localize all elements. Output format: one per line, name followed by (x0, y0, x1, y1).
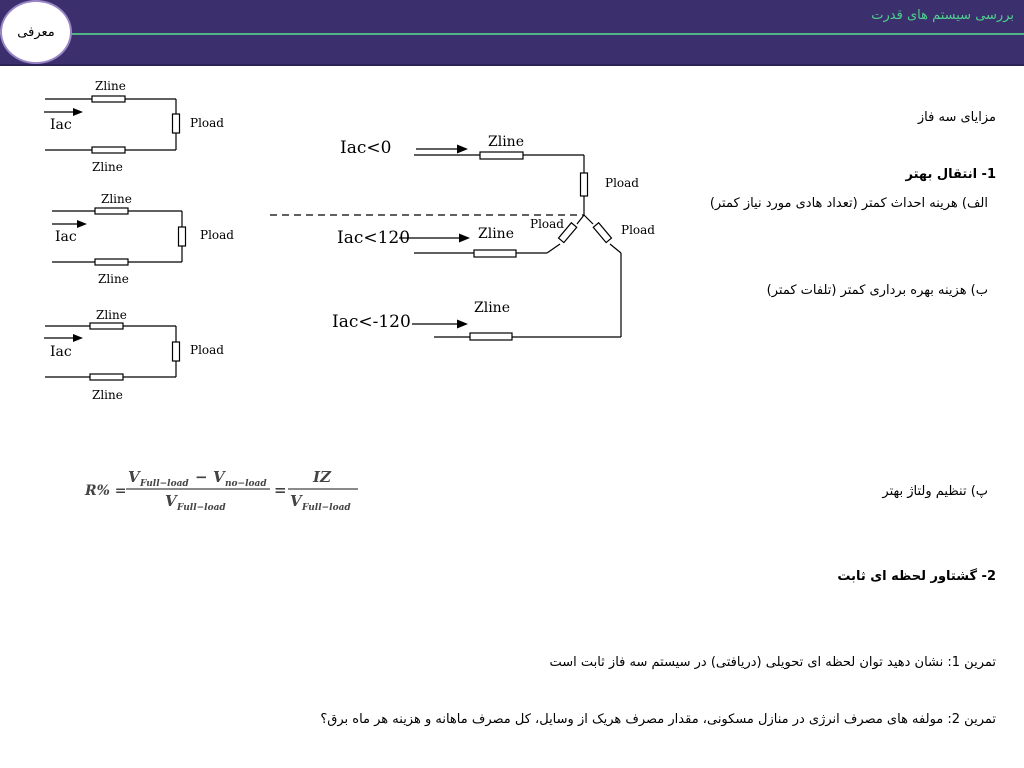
iac-phase-c-label: Iac<-120 (332, 312, 411, 332)
three-phase-wye-diagram: Zline Pload Pload Pload Zline Zline Iac<… (270, 134, 655, 341)
formula-iz: IZ (312, 468, 332, 486)
formula-minus: − (195, 468, 208, 486)
heading-three-phase-advantages: مزایای سه فاز (917, 110, 996, 125)
section-badge: معرفی (0, 0, 72, 64)
item-lower-operation-cost: ب) هزینه بهره برداری کمتر (تلفات کمتر) (766, 283, 988, 298)
zline-label: Zline (478, 226, 514, 242)
header-bar: بررسی سیستم های قدرت معرفی (0, 0, 1024, 66)
header-title: بررسی سیستم های قدرت (871, 8, 1014, 23)
formula-lhs: R% = (84, 483, 127, 499)
header-divider (0, 33, 1024, 35)
zline-label: Zline (98, 272, 129, 286)
pload-label: Pload (190, 116, 224, 130)
iac-label: Iac (50, 344, 72, 360)
zline-label: Zline (474, 300, 510, 316)
formula-v-no-load: V (213, 468, 226, 486)
iac-label: Iac (55, 229, 77, 245)
item-constant-torque: 2- گشتاور لحظه ای ثابت (837, 569, 996, 584)
formula-denominator-2: V (290, 492, 303, 510)
formula-subscript: Full−load (176, 503, 226, 513)
voltage-regulation-formula: R% = V Full−load − V no−load V Full−load… (84, 468, 358, 513)
formula-denominator: V (165, 492, 178, 510)
pload-label: Pload (200, 228, 234, 242)
pload-label: Pload (621, 223, 655, 237)
header-bottom-border (0, 64, 1024, 66)
section-badge-label: معرفی (17, 24, 55, 40)
single-phase-circuits-diagram: Zline Pload Zline Iac Zline Pload Zline … (44, 79, 234, 402)
exercise-2: تمرین 2: مولفه های مصرف انرژی در منازل م… (320, 712, 996, 727)
zline-label: Zline (101, 192, 132, 206)
zline-label: Zline (95, 79, 126, 93)
item-better-voltage-regulation: پ) تنظیم ولتاژ بهتر (882, 484, 988, 499)
pload-label: Pload (530, 217, 564, 231)
pload-label: Pload (190, 343, 224, 357)
item-better-transmission: 1- انتقال بهتر (905, 167, 996, 182)
formula-v-full-load: V (128, 468, 141, 486)
iac-phase-b-label: Iac<120 (337, 228, 410, 248)
zline-label: Zline (92, 160, 123, 174)
iac-label: Iac (50, 117, 72, 133)
pload-label: Pload (605, 176, 639, 190)
formula-subscript: Full−load (301, 503, 351, 513)
zline-label: Zline (96, 308, 127, 322)
formula-equals: = (274, 481, 287, 499)
formula-subscript: Full−load (139, 479, 189, 489)
item-lower-construction-cost: الف) هرینه احداث کمتر (تعداد هادی مورد ن… (709, 196, 988, 211)
zline-label: Zline (92, 388, 123, 402)
zline-label: Zline (488, 134, 524, 150)
iac-phase-a-label: Iac<0 (340, 138, 391, 158)
exercise-1: تمرین 1: نشان دهید توان لحظه ای تحویلی (… (549, 655, 996, 670)
formula-subscript: no−load (225, 479, 267, 489)
